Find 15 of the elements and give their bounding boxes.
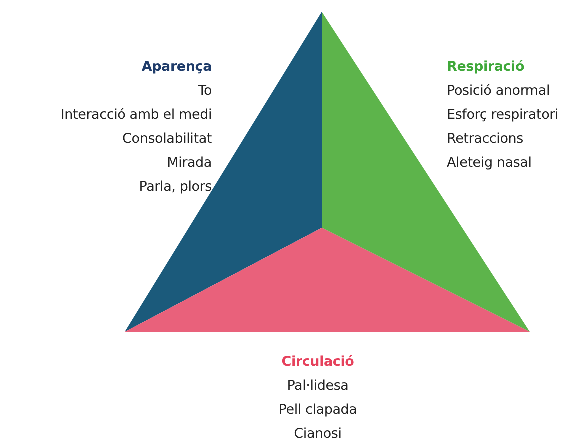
category-heading: Respiració [447,58,526,77]
sign-item: Posició anormal [447,82,552,101]
category-heading: Circulació [280,353,356,372]
sign-item: Consolabilitat [122,130,212,149]
category-heading: Aparença [140,58,212,77]
sign-item: Cianosi [293,425,343,443]
sign-item: To [197,82,212,101]
sign-item: Parla, plors [138,178,212,197]
sign-item: Pal·lidesa [286,377,350,396]
sign-item: Mirada [166,154,212,173]
sign-item: Aleteig nasal [447,154,533,173]
sign-item: Interacció amb el medi [60,106,212,125]
sign-item: Esforç respiratori [447,106,559,125]
sign-item: Pell clapada [278,401,358,420]
sign-item: Retraccions [447,130,524,149]
